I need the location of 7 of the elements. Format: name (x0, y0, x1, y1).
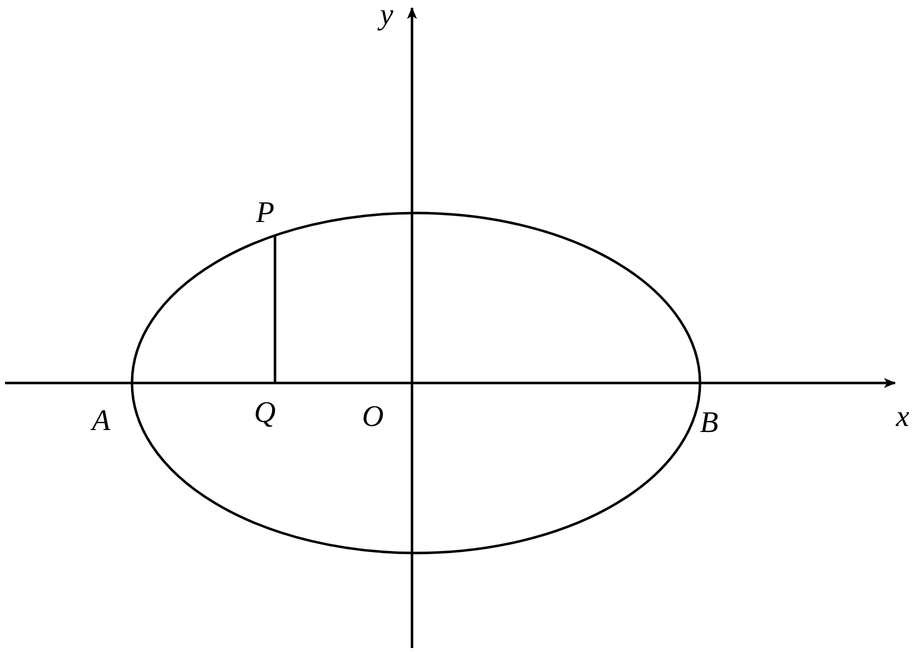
point-label: Q (254, 398, 276, 428)
point-label: O (362, 402, 384, 432)
point-label: B (700, 408, 718, 438)
axis-label: y (380, 0, 394, 30)
axis-label: x (896, 402, 910, 432)
point-label: A (92, 406, 110, 436)
point-label: P (256, 198, 274, 228)
